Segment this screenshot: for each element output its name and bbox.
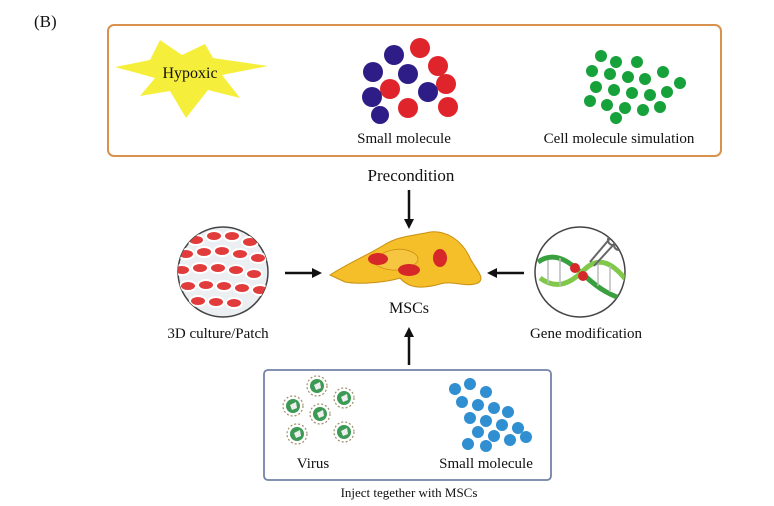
small-molecule-label-bottom: Small molecule bbox=[439, 456, 533, 472]
gene-modification-label: Gene modification bbox=[530, 326, 643, 342]
3d-culture-patch-icon bbox=[177, 226, 269, 318]
precondition-box bbox=[107, 24, 722, 157]
virus-cluster-icon bbox=[282, 375, 355, 445]
small-molecule-label-top: Small molecule bbox=[357, 131, 451, 147]
cell-molecule-simulation-label: Cell molecule simulation bbox=[544, 131, 695, 147]
virus-label: Virus bbox=[297, 456, 330, 472]
small-molecule-cluster-icon bbox=[362, 38, 458, 124]
inject-caption: Inject tegether with MSCs bbox=[341, 485, 478, 500]
small-molecule-blue-cluster-icon bbox=[449, 378, 532, 452]
mscs-label: MSCs bbox=[389, 300, 429, 317]
inject-box bbox=[263, 369, 552, 481]
msc-cells-icon bbox=[328, 231, 482, 288]
hypoxic-label: Hypoxic bbox=[162, 65, 217, 82]
panel-label: (B) bbox=[34, 12, 57, 31]
cell-molecule-cluster-icon bbox=[584, 50, 686, 124]
hypoxic-star-icon bbox=[115, 40, 268, 118]
precondition-caption: Precondition bbox=[368, 166, 455, 185]
gene-modification-icon bbox=[534, 226, 626, 318]
3d-culture-label: 3D culture/Patch bbox=[167, 326, 269, 342]
